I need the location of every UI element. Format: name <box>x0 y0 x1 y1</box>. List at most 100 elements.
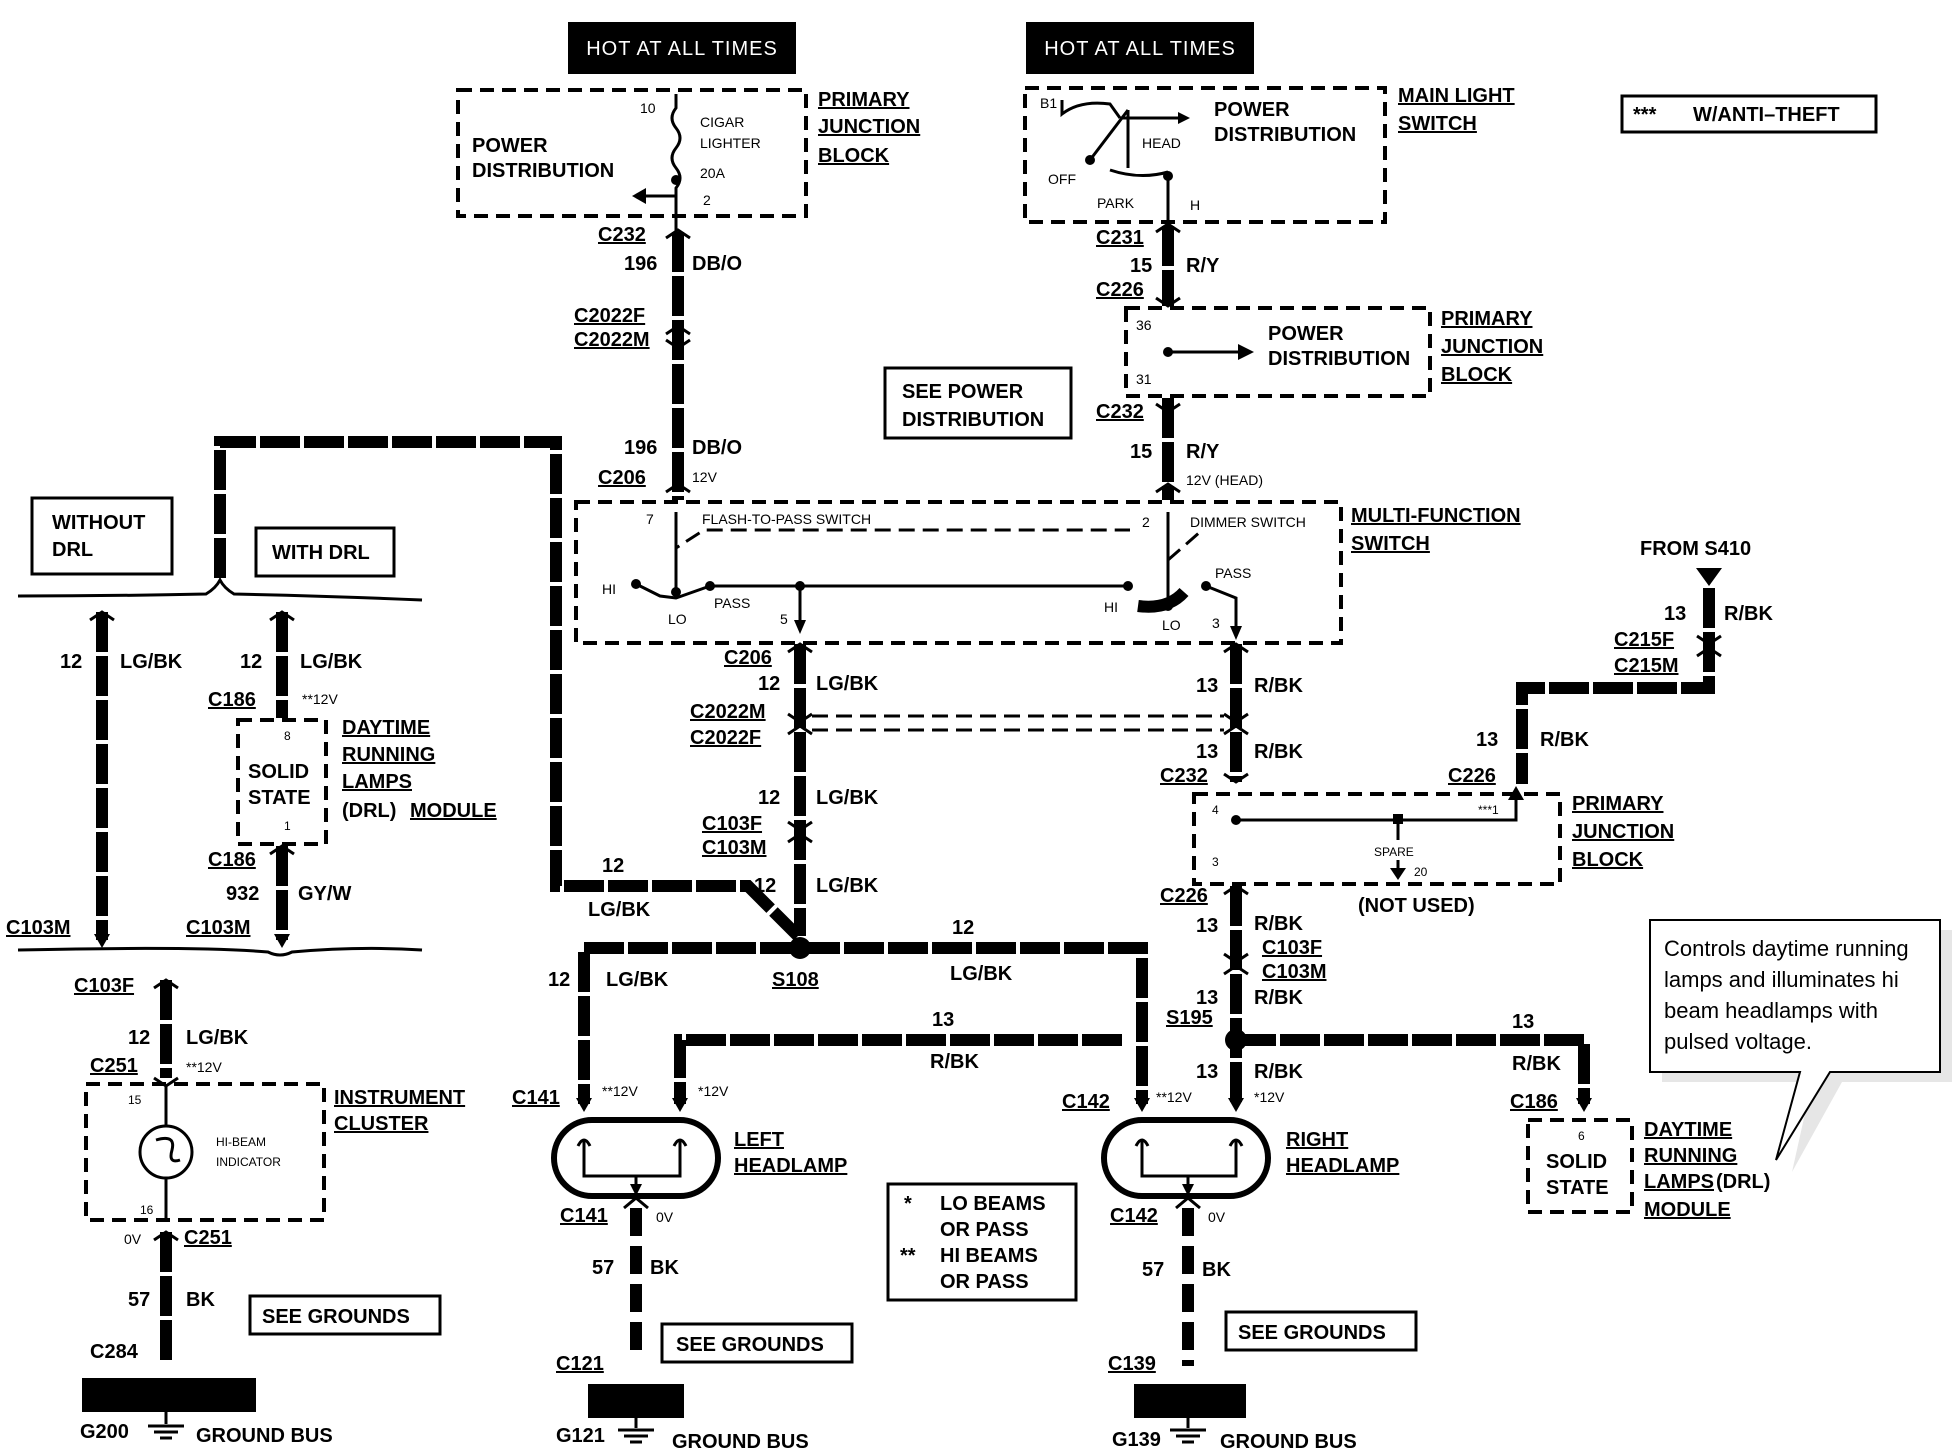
svg-text:HEAD: HEAD <box>1142 135 1181 151</box>
wire-num-932: 932 <box>226 883 259 905</box>
connector-marks-top <box>665 222 1181 494</box>
svg-text:MAIN LIGHT: MAIN LIGHT <box>1398 85 1515 107</box>
wire-num-12-a: 12 <box>60 651 82 673</box>
svg-text:H: H <box>1190 197 1200 213</box>
svg-text:HEADLAMP: HEADLAMP <box>734 1155 847 1177</box>
connector-c103m-left: C103M <box>6 917 70 939</box>
svg-text:SWITCH: SWITCH <box>1351 533 1430 555</box>
svg-text:CIGAR: CIGAR <box>700 114 744 130</box>
connector-c251-a: C251 <box>90 1055 138 1077</box>
svg-text:RIGHT: RIGHT <box>1286 1129 1348 1151</box>
voltage-0v-b: 0V <box>656 1209 674 1225</box>
wire-num-196-b: 196 <box>624 437 657 459</box>
connector-c141-a: C141 <box>512 1087 560 1109</box>
ground-bus-g121: G121 GROUND BUS <box>556 1384 809 1453</box>
svg-text:20A: 20A <box>700 165 726 181</box>
connector-c141-b: C141 <box>560 1205 608 1227</box>
connector-c2022f-b: C2022F <box>690 727 761 749</box>
c2022-link-dash <box>812 714 1224 732</box>
svg-text:4: 4 <box>1212 803 1219 817</box>
wire-color-lgbk-g: LG/BK <box>588 899 651 921</box>
svg-text:GROUND BUS: GROUND BUS <box>1220 1431 1357 1453</box>
svg-text:20: 20 <box>1414 865 1428 879</box>
primary-junction-block-low: 4 3 ***1 SPARE 20 (NOT USED) PRIMARY JUN… <box>1192 786 1674 917</box>
svg-text:LO: LO <box>668 611 687 627</box>
left-headlamp: LEFT HEADLAMP <box>551 1117 847 1199</box>
voltage-12v-left-lo: *12V <box>698 1083 729 1099</box>
svg-text:2: 2 <box>1142 514 1150 530</box>
wire-color-bk-a: BK <box>186 1289 215 1311</box>
voltage-12v-a: 12V <box>692 469 718 485</box>
connector-c206-a: C206 <box>598 467 646 489</box>
svg-text:SEE POWER: SEE POWER <box>902 381 1024 403</box>
wire-57-bk-left <box>623 1196 649 1360</box>
connector-c284: C284 <box>90 1341 139 1363</box>
svg-text:JUNCTION: JUNCTION <box>1572 821 1674 843</box>
wire-num-13-h: 13 <box>1512 1011 1534 1033</box>
svg-text:G121: G121 <box>556 1425 605 1447</box>
svg-text:8: 8 <box>284 729 291 743</box>
connector-c121: C121 <box>556 1353 604 1375</box>
svg-text:G200: G200 <box>80 1421 129 1443</box>
svg-text:POWER: POWER <box>1268 323 1344 345</box>
svg-text:10: 10 <box>640 100 656 116</box>
svg-text:PASS: PASS <box>1215 565 1251 581</box>
wire-color-lgbk-c: LG/BK <box>186 1027 249 1049</box>
svg-text:*: * <box>904 1193 912 1215</box>
svg-text:PRIMARY: PRIMARY <box>818 89 910 111</box>
connector-c215m: C215M <box>1614 655 1678 677</box>
svg-text:LIGHTER: LIGHTER <box>700 135 761 151</box>
voltage-12v-right-hi: **12V <box>1156 1089 1192 1105</box>
see-grounds-b: SEE GROUNDS <box>660 1322 854 1364</box>
svg-text:DISTRIBUTION: DISTRIBUTION <box>902 409 1044 431</box>
svg-text:SEE GROUNDS: SEE GROUNDS <box>676 1334 824 1356</box>
see-grounds-a: SEE GROUNDS <box>248 1294 442 1336</box>
connector-c186-a: C186 <box>208 689 256 711</box>
connector-c232-c: C232 <box>1160 765 1208 787</box>
svg-text:2: 2 <box>703 192 711 208</box>
svg-text:WITH DRL: WITH DRL <box>272 542 370 564</box>
svg-text:(NOT USED): (NOT USED) <box>1358 895 1475 917</box>
wire-color-rbk-b: R/BK <box>1254 675 1303 697</box>
wire-num-13-d: 13 <box>1664 603 1686 625</box>
svg-text:PRIMARY: PRIMARY <box>1441 308 1533 330</box>
svg-text:DISTRIBUTION: DISTRIBUTION <box>1214 124 1356 146</box>
wire-num-196-a: 196 <box>624 253 657 275</box>
wire-color-lgbk-f: LG/BK <box>816 875 879 897</box>
wire-13-rbk-left <box>672 1034 1122 1112</box>
svg-text:**: ** <box>900 1245 916 1267</box>
splice-label-s195: S195 <box>1166 1007 1213 1029</box>
svg-text:OR PASS: OR PASS <box>940 1271 1029 1293</box>
svg-text:LAMPS: LAMPS <box>1644 1171 1714 1193</box>
svg-text:1: 1 <box>284 819 291 833</box>
svg-text:6: 6 <box>1578 1129 1585 1143</box>
wire-without-drl <box>89 610 115 948</box>
see-power-distribution-note: SEE POWER DISTRIBUTION <box>883 366 1073 440</box>
connector-c103m-center: C103M <box>702 837 766 859</box>
svg-text:BLOCK: BLOCK <box>818 145 890 167</box>
wire-color-bk-c: BK <box>1202 1259 1231 1281</box>
svg-text:GROUND BUS: GROUND BUS <box>196 1425 333 1447</box>
svg-text:***1: ***1 <box>1478 803 1499 817</box>
wire-color-lgbk-h: LG/BK <box>606 969 669 991</box>
wire-num-12-d: 12 <box>758 673 780 695</box>
svg-text:DAYTIME: DAYTIME <box>1644 1119 1732 1141</box>
svg-text:WITHOUT: WITHOUT <box>52 512 145 534</box>
wire-color-rbk-c: R/BK <box>1254 741 1303 763</box>
svg-text:RUNNING: RUNNING <box>1644 1145 1737 1167</box>
wire-color-bk-b: BK <box>650 1257 679 1279</box>
wire-num-12-g: 12 <box>602 855 624 877</box>
svg-text:CLUSTER: CLUSTER <box>334 1113 429 1135</box>
wire-num-12-e: 12 <box>758 787 780 809</box>
ground-bus-g200: G200 GROUND BUS <box>80 1378 333 1447</box>
svg-text:RUNNING: RUNNING <box>342 744 435 766</box>
wire-12-lgbk-to-headlamps <box>576 942 1150 1112</box>
wire-color-lgbk-b: LG/BK <box>300 651 363 673</box>
svg-text:DRL: DRL <box>52 539 93 561</box>
svg-text:SEE GROUNDS: SEE GROUNDS <box>1238 1322 1386 1344</box>
wire-num-15-b: 15 <box>1130 441 1152 463</box>
wire-color-rbk-h: R/BK <box>1512 1053 1561 1075</box>
svg-text:HI: HI <box>1104 599 1118 615</box>
svg-text:DIMMER SWITCH: DIMMER SWITCH <box>1190 514 1306 530</box>
svg-text:INDICATOR: INDICATOR <box>216 1155 281 1169</box>
